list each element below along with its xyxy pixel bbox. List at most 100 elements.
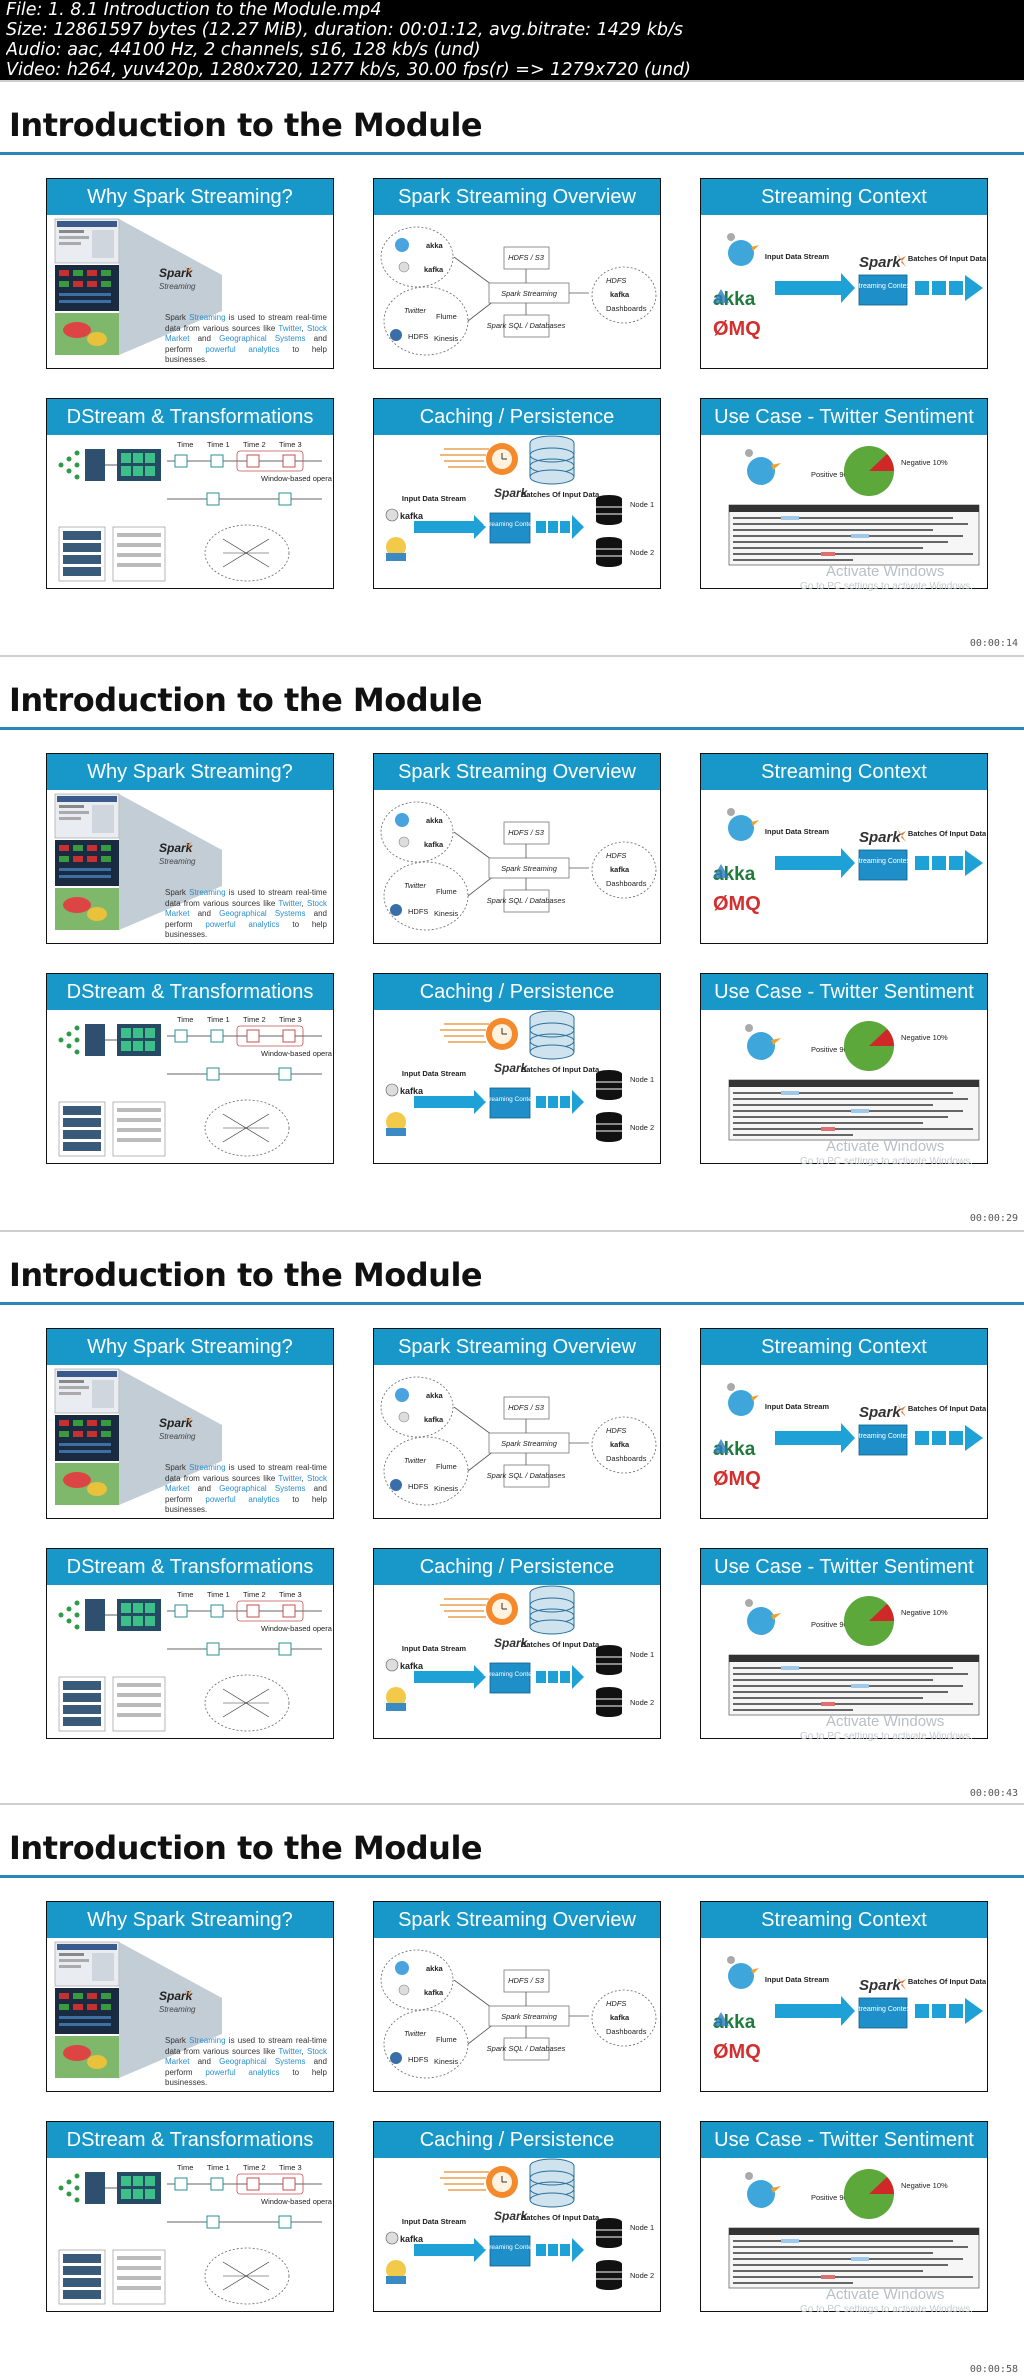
card-twitter-sentiment: Use Case - Twitter Sentiment Positive 90… — [700, 398, 988, 589]
kafka-label: kafka — [424, 840, 444, 849]
streaming-context-label: Streaming Context — [483, 1096, 537, 1103]
twitter-bird-icon — [728, 815, 754, 841]
frame-divider — [0, 1230, 1024, 1232]
slide-title: Introduction to the Module — [9, 681, 483, 719]
card-why-spark-streaming: Why Spark Streaming? Spark Streaming — [46, 178, 334, 369]
spark-logo: Spark — [494, 2209, 529, 2223]
batches-arrow — [965, 1998, 983, 2024]
spark-logo: Spark — [859, 1404, 901, 1421]
video-frame: Introduction to the Module Why Spark Str… — [0, 80, 1024, 655]
activate-windows-hint: Go to PC settings to activate Windows. — [800, 1731, 973, 1742]
time-label-0: Time — [177, 1590, 193, 1599]
caching-diagram: kafka Input Data Stream Spark Streaming … — [385, 435, 654, 567]
stream-block — [85, 1024, 105, 1056]
negative-label: Negative 10% — [901, 2181, 948, 2190]
negative-slice — [869, 1604, 894, 1621]
batches-label: Batches Of Input Data — [908, 1404, 986, 1413]
card-title: Use Case - Twitter Sentiment — [701, 399, 987, 435]
twitter-bird-icon — [728, 1390, 754, 1416]
sources-cluster-bottom — [383, 861, 469, 931]
hdfs-box — [503, 246, 550, 270]
batch-3 — [949, 281, 963, 295]
spark-star-icon — [897, 828, 906, 842]
spark-streaming-label: Spark Streaming — [501, 289, 558, 298]
database-icon — [529, 1585, 575, 1635]
sink-kafka: kafka — [610, 865, 630, 874]
time-label-1: Time 1 — [207, 1590, 230, 1599]
why-description: Spark Streaming is used to stream real-t… — [165, 1463, 328, 1514]
time-label-1: Time 1 — [207, 1015, 230, 1024]
caching-diagram: kafka Input Data Stream Spark Streaming … — [385, 1585, 654, 1717]
hdfs-box — [503, 1396, 550, 1420]
why-description: Spark Streaming is used to stream real-t… — [165, 2036, 328, 2087]
spark-logo-text: Spark — [159, 266, 194, 280]
speed-lines — [440, 1023, 489, 1043]
batch-2 — [932, 856, 946, 870]
batches-arrow — [965, 850, 983, 876]
title-rule — [0, 152, 1024, 155]
spark-logo: Spark — [494, 486, 529, 500]
streaming-context-box — [489, 2235, 531, 2267]
context-diagram: akka ØMQ Input Data Stream Spark Streami… — [713, 808, 986, 915]
sinks-cluster — [591, 1989, 657, 2047]
batch-3 — [949, 856, 963, 870]
sources-cluster-bottom — [383, 2009, 469, 2079]
card-title: Spark Streaming Overview — [374, 754, 660, 790]
streaming-context-box — [858, 274, 908, 306]
batch-1 — [915, 2004, 929, 2018]
time-label-0: Time — [177, 1015, 193, 1024]
card-title: Why Spark Streaming? — [47, 754, 333, 790]
window-label: Window-based operation — [261, 474, 332, 483]
frame-timestamp: 00:00:29 — [969, 1213, 1018, 1224]
spark-star-icon — [897, 1976, 906, 1990]
card-title: Use Case - Twitter Sentiment — [701, 2122, 987, 2158]
akka-label: akka — [426, 816, 444, 825]
sink-hdfs: HDFS — [606, 1999, 626, 2008]
spark-logo-sub: Streaming — [159, 2005, 196, 2014]
spark-sql-label: Spark SQL / Databases — [487, 321, 566, 330]
postgres-icon — [390, 2052, 402, 2064]
card-title: DStream & Transformations — [47, 1549, 333, 1585]
time-label-1: Time 1 — [207, 2163, 230, 2172]
negative-slice — [869, 454, 894, 471]
node-1-database-icon — [596, 2218, 622, 2248]
node-2-database-icon — [596, 537, 622, 567]
sink-hdfs: HDFS — [606, 851, 626, 860]
spark-star-icon — [897, 253, 906, 267]
batch-3 — [949, 2004, 963, 2018]
time-label-2: Time 2 — [243, 440, 266, 449]
video-frame: Introduction to the Module Why Spark Str… — [0, 1230, 1024, 1803]
input-arrow — [775, 1423, 855, 1453]
why-illustration: Spark Streaming — [54, 218, 222, 355]
spark-logo-text: Spark — [159, 841, 194, 855]
funnel-shape — [119, 794, 222, 930]
card-title: Caching / Persistence — [374, 1549, 660, 1585]
context-diagram: akka ØMQ Input Data Stream Spark Streami… — [713, 1956, 986, 2063]
card-title: DStream & Transformations — [47, 2122, 333, 2158]
time-label-3: Time 3 — [279, 1015, 302, 1024]
sources-cluster-top — [380, 1376, 454, 1438]
positive-label: Positive 90% — [811, 2193, 855, 2202]
twitter-label: Twitter — [404, 1456, 426, 1465]
twitter-bird-icon — [747, 1032, 775, 1060]
batches-label: Batches Of Input Data — [521, 490, 600, 499]
input-stream-label: Input Data Stream — [402, 2217, 467, 2226]
hdfs-label: HDFS — [408, 1482, 428, 1491]
hdfs-box — [503, 1969, 550, 1993]
title-rule — [0, 1302, 1024, 1305]
time-label-3: Time 3 — [279, 440, 302, 449]
batches-arrow — [572, 515, 584, 539]
input-stream-label: Input Data Stream — [402, 1069, 467, 1078]
card-title: Streaming Context — [701, 1329, 987, 1365]
input-arrow — [775, 273, 855, 303]
slide-title: Introduction to the Module — [9, 106, 483, 144]
hdfs-label: HDFS — [408, 2055, 428, 2064]
card-title: Use Case - Twitter Sentiment — [701, 1549, 987, 1585]
spark-star-icon — [184, 1415, 192, 1426]
node-2-database-icon — [596, 1687, 622, 1717]
spark-logo-sub: Streaming — [159, 1432, 196, 1441]
file-line: File: 1. 8.1 Introduction to the Module.… — [6, 0, 382, 20]
postgres-icon — [390, 329, 402, 341]
caching-diagram: kafka Input Data Stream Spark Streaming … — [385, 1010, 654, 1142]
card-title: Caching / Persistence — [374, 974, 660, 1010]
